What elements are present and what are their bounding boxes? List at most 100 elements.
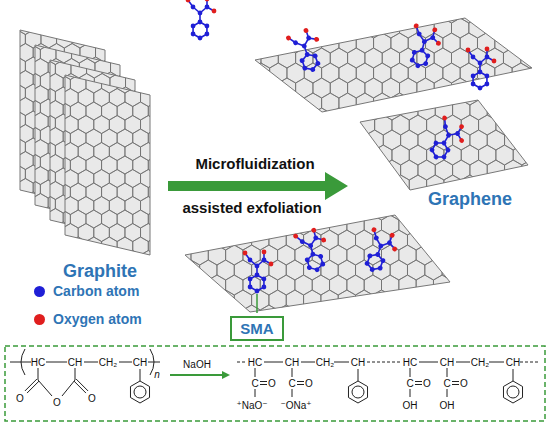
chem-bond: [260, 384, 267, 385]
atom: [364, 260, 370, 266]
atom: [186, 0, 191, 2]
atom: [433, 140, 440, 147]
chem-atom: O: [460, 378, 468, 389]
atom: [375, 251, 381, 257]
atom: [312, 53, 318, 59]
atom: [416, 31, 422, 37]
atom: [262, 258, 267, 263]
chem-atom: C: [251, 378, 258, 389]
atom: [255, 264, 260, 269]
atom: [303, 27, 309, 33]
atom: [377, 265, 383, 271]
chem-bond: [297, 381, 304, 382]
atom: [191, 24, 196, 29]
atom: [198, 11, 203, 16]
atom: [198, 20, 203, 25]
atom: [212, 9, 217, 14]
atom: [478, 70, 483, 75]
chem-group: HC: [31, 357, 45, 368]
legend-text: Carbon atom: [53, 283, 139, 299]
chem-bond: [292, 368, 293, 377]
atom: [371, 227, 377, 233]
chem-group: CH: [351, 357, 365, 368]
chem-bond: [456, 362, 470, 363]
chem-bond: [292, 389, 293, 397]
chem-atom: O: [423, 378, 431, 389]
sheet-outline: [185, 215, 450, 312]
reaction-arrowhead: [222, 371, 230, 379]
chem-atom: C: [443, 378, 450, 389]
atom: [262, 277, 267, 282]
atom: [304, 257, 310, 263]
sheet-outline: [255, 18, 532, 112]
sma-molecule: [285, 25, 329, 77]
repeat-index: n: [154, 369, 160, 380]
atom: [380, 258, 386, 264]
material-label: Graphene: [428, 190, 512, 210]
sheet-fill: [255, 18, 532, 112]
chem-group: CH₂: [316, 357, 334, 368]
chem-group: HC: [403, 357, 417, 368]
atom: [262, 250, 267, 255]
atom: [313, 235, 319, 241]
benzene-ring: [348, 381, 367, 403]
atom: [458, 137, 465, 144]
atom: [413, 23, 419, 29]
chem-bond: [415, 381, 422, 382]
chem-bond: [301, 362, 315, 363]
aromatic-circle: [134, 386, 146, 398]
atom: [314, 36, 320, 42]
honeycomb: [24, 33, 157, 267]
legend-swatch: [34, 286, 45, 297]
atom: [485, 74, 490, 79]
atom: [411, 49, 417, 55]
graphite-sheet: [24, 33, 157, 267]
atom: [304, 51, 310, 57]
atom: [269, 262, 274, 267]
leader-line: [256, 294, 258, 313]
chem-bond: [297, 384, 304, 385]
atom: [429, 147, 436, 154]
chem-bond: [452, 384, 459, 385]
atom: [310, 251, 316, 257]
atom: [255, 289, 260, 294]
chem-bond: [46, 362, 67, 363]
atom: [285, 35, 291, 41]
atom: [430, 35, 436, 41]
chem-group: CH₂: [471, 357, 489, 368]
atom: [441, 115, 448, 122]
chem-bond: [415, 384, 422, 385]
aromatic-circle: [507, 386, 519, 398]
box-label: SMA: [240, 320, 273, 337]
chem-group: CH: [68, 357, 82, 368]
atom: [466, 48, 471, 53]
atom: [248, 285, 253, 290]
chem-group: HC: [248, 357, 262, 368]
atom: [485, 55, 490, 60]
atom: [301, 43, 307, 49]
atom: [442, 123, 449, 130]
atom: [471, 82, 476, 87]
atom: [191, 32, 196, 37]
chem-bond: [447, 368, 448, 377]
chem-bond: [237, 362, 247, 363]
atom: [419, 47, 425, 53]
atom: [191, 5, 196, 10]
chem-atom: C: [288, 378, 295, 389]
legend-swatch: [34, 314, 45, 325]
sma-molecule: [358, 226, 402, 278]
atom: [205, 0, 210, 1]
atom: [392, 246, 398, 252]
honeycomb: [226, 0, 550, 128]
chemical-structure: [10, 349, 538, 403]
atom: [409, 57, 415, 63]
atom: [308, 243, 314, 249]
sma-molecule: [186, 0, 217, 40]
chem-bond: [392, 362, 402, 363]
atom: [471, 55, 476, 60]
atom: [306, 265, 312, 271]
atom: [386, 240, 392, 246]
chem-bond: [452, 381, 459, 382]
atom: [320, 261, 326, 267]
